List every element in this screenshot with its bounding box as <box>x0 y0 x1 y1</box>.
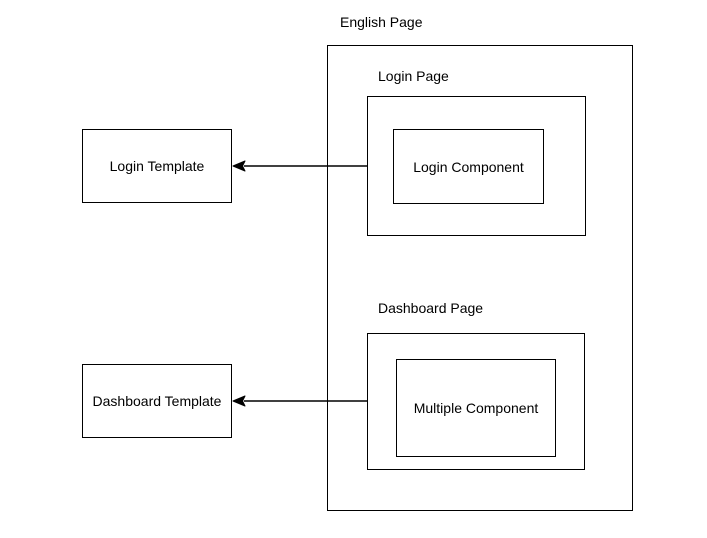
login-template-label: Login Template <box>109 158 205 174</box>
login-component-label: Login Component <box>413 158 524 175</box>
login-template-box: Login Template <box>82 129 232 203</box>
dashboard-page-label: Dashboard Page <box>378 300 484 316</box>
multiple-component-label: Multiple Component <box>413 400 539 416</box>
dashboard-template-box: Dashboard Template <box>82 364 232 438</box>
multiple-component-box: Multiple Component <box>396 359 556 457</box>
login-component-box: Login Component <box>393 129 544 204</box>
login-page-label: Login Page <box>378 68 449 84</box>
english-page-label: English Page <box>340 14 423 30</box>
dashboard-template-label: Dashboard Template <box>92 393 222 409</box>
